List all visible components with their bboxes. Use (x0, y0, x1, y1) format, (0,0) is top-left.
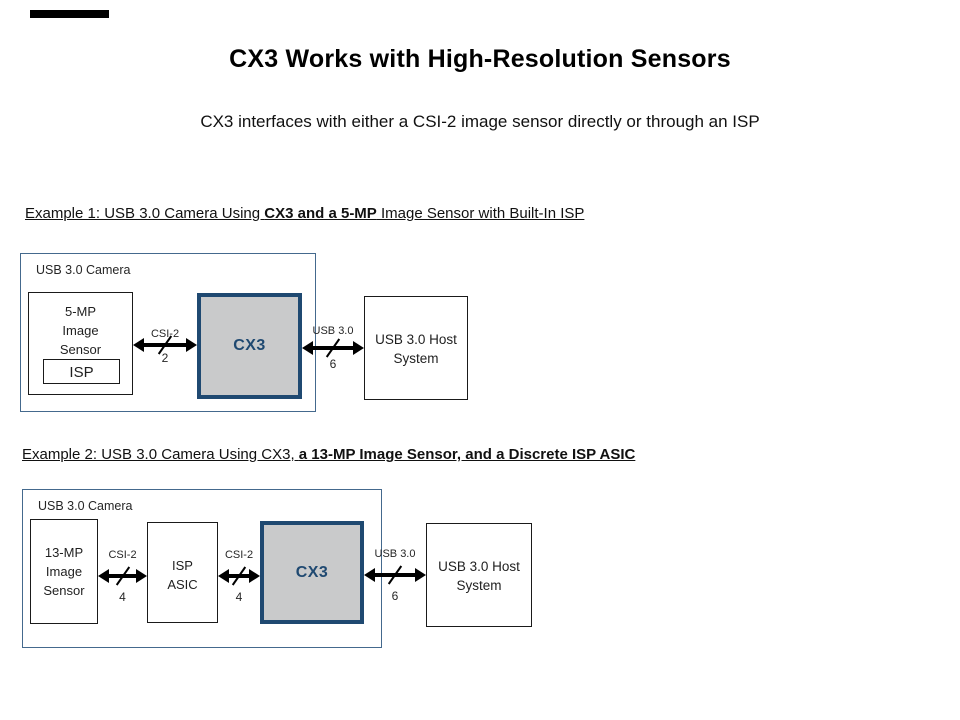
bus-lane-count: 4 (235, 590, 243, 604)
bus-lane-count: 6 (391, 589, 399, 603)
isp-asic-line: ASIC (167, 577, 198, 592)
example1-heading-bold: CX3 and a 5-MP (264, 205, 377, 222)
example1-camera-label: USB 3.0 Camera (36, 263, 131, 277)
example2-heading: Example 2: USB 3.0 Camera Using CX3, a 1… (22, 446, 635, 463)
slide-subtitle: CX3 interfaces with either a CSI-2 image… (200, 112, 760, 131)
example2-heading-bold: a 13-MP Image Sensor, and a Discrete ISP… (298, 446, 636, 463)
slide-title: CX3 Works with High-Resolution Sensors (229, 45, 731, 73)
bus-label: CSI-2 (150, 328, 180, 340)
example2-image-sensor-box: 13-MP Image Sensor (30, 519, 98, 624)
host-line: USB 3.0 Host (375, 332, 457, 347)
arrow-right-head-icon (353, 341, 364, 355)
example1-image-sensor-box: 5-MP Image Sensor ISP (28, 292, 133, 395)
sensor-line: Sensor (59, 342, 102, 357)
example1-cx3-block: CX3 (197, 293, 302, 399)
arrow-right-head-icon (415, 568, 426, 582)
arrow-left-head-icon (133, 338, 144, 352)
bus-lane-count: 4 (119, 590, 126, 604)
arrow-left-head-icon (364, 568, 375, 582)
arrow-right-head-icon (186, 338, 197, 352)
sensor-line: Sensor (43, 583, 85, 598)
sensor-line: Image (45, 564, 83, 579)
arrow-left-head-icon (98, 569, 109, 583)
arrow-right-head-icon (136, 569, 147, 583)
bus-label: CSI-2 (108, 549, 137, 561)
example2-camera-label: USB 3.0 Camera (38, 499, 133, 513)
bus-lane-count: 6 (329, 357, 337, 371)
bus-label: USB 3.0 (312, 325, 354, 337)
example2-heading-prefix: Example 2: USB 3.0 Camera Using CX3, (22, 446, 299, 463)
sensor-line: 13-MP (44, 545, 84, 560)
sensor-line: 5-MP (64, 304, 97, 319)
host-line: System (456, 578, 502, 593)
example1-host-system-box: USB 3.0 Host System (364, 296, 468, 400)
example1-heading-prefix: Example 1: USB 3.0 Camera Using (25, 205, 265, 222)
example2-host-system-box: USB 3.0 Host System (426, 523, 532, 627)
example1-heading-suffix: Image Sensor with Built-In ISP (376, 205, 585, 222)
example2-isp-asic-box: ISP ASIC (147, 522, 218, 623)
black-marker-bar (30, 10, 109, 18)
example2-cx3-block: CX3 (260, 521, 364, 624)
host-line: System (393, 351, 439, 366)
host-line: USB 3.0 Host (438, 559, 520, 574)
example1-heading: Example 1: USB 3.0 Camera Using CX3 and … (25, 205, 584, 222)
arrow-right-head-icon (249, 569, 260, 583)
bus-label: USB 3.0 (374, 548, 416, 560)
isp-asic-line: ISP (172, 558, 193, 573)
arrow-left-head-icon (302, 341, 313, 355)
bus-label: CSI-2 (224, 549, 254, 561)
example1-isp-subbox: ISP (43, 359, 120, 384)
bus-lane-count: 2 (161, 351, 169, 365)
arrow-left-head-icon (218, 569, 229, 583)
sensor-line: Image (62, 323, 99, 338)
